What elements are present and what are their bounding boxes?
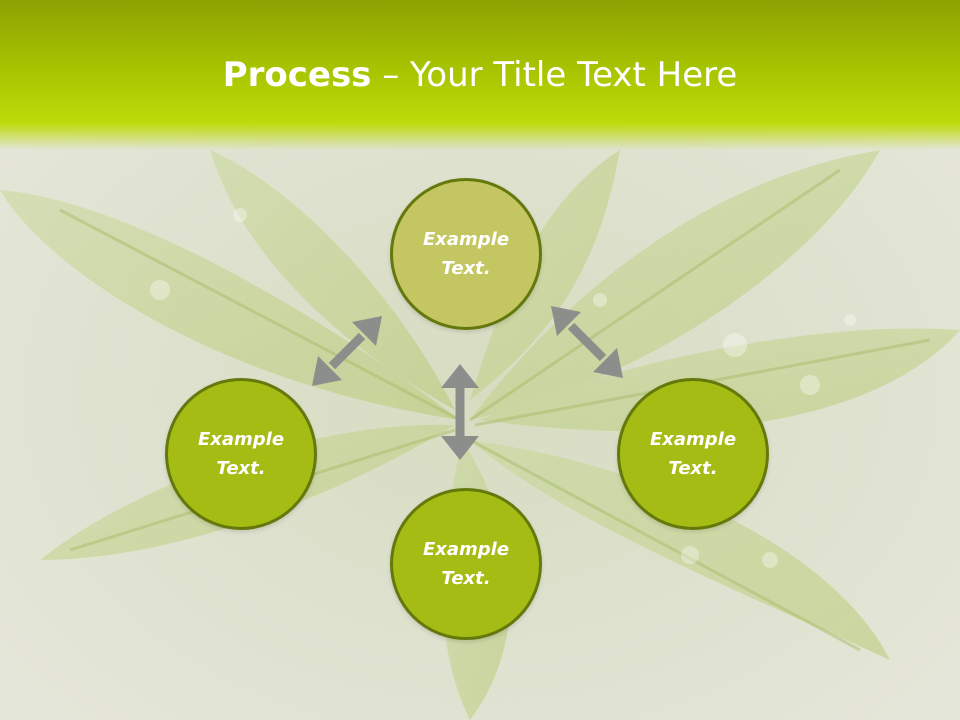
arrow-head-upper-right-diagonal <box>551 306 581 336</box>
arrow-head-upper-left-diagonal <box>352 316 382 346</box>
node-text: Example Text. <box>422 539 510 589</box>
arrow-head-vertical-bottom <box>441 436 479 460</box>
title-bar <box>0 0 960 150</box>
node-text: Example Text. <box>422 229 510 279</box>
double-headed-arrow-icon <box>567 322 607 362</box>
arrow-head-lower-left-diagonal <box>312 356 342 386</box>
node-text: Example Text. <box>649 429 737 479</box>
arrow-head-vertical-top <box>441 364 479 388</box>
process-node-right[interactable]: Example Text. <box>617 378 769 530</box>
node-text: Example Text. <box>197 429 285 479</box>
slide-title: Process – Your Title Text Here <box>0 50 960 100</box>
title-rest-text: – Your Title Text Here <box>371 55 738 95</box>
arrow-group <box>312 306 623 460</box>
process-node-top[interactable]: Example Text. <box>390 178 542 330</box>
double-headed-arrow-icon <box>328 332 366 370</box>
process-node-bottom[interactable]: Example Text. <box>390 488 542 640</box>
arrow-head-lower-right-diagonal <box>593 348 623 378</box>
process-node-left[interactable]: Example Text. <box>165 378 317 530</box>
title-bold-text: Process <box>222 55 372 95</box>
